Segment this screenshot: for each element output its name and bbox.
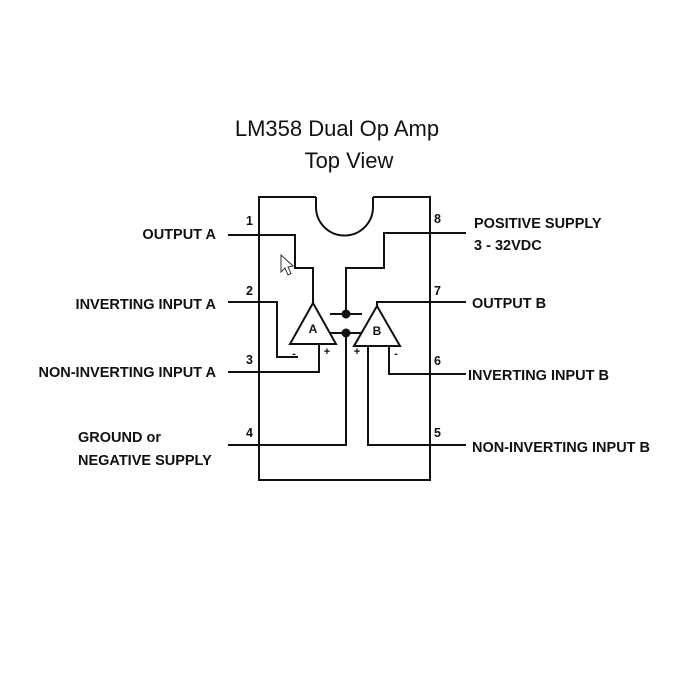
op-amp-a-minus: - <box>292 348 296 360</box>
junction-dot-supply <box>341 309 351 319</box>
pin-label-8-line2: 3 - 32VDC <box>474 238 542 254</box>
pin-label-4-line2: NEGATIVE SUPPLY <box>78 453 212 469</box>
svg-text:B: B <box>373 324 382 338</box>
pin-label-7: OUTPUT B <box>472 296 546 312</box>
diagram-title: LM358 Dual Op Amp <box>235 116 439 141</box>
pin-label-4-line1: GROUND or <box>78 430 161 446</box>
pin-label-1: OUTPUT A <box>142 227 216 243</box>
chip-body <box>258 196 431 481</box>
op-amp-b: B + - <box>352 303 402 360</box>
pin-number-5: 5 <box>434 426 441 440</box>
pin-number-3: 3 <box>246 353 253 367</box>
pin-number-4: 4 <box>246 426 253 440</box>
op-amp-a-plus: + <box>324 346 330 358</box>
pin-label-8-line1: POSITIVE SUPPLY <box>474 216 602 232</box>
op-amp-a: A - + <box>288 300 338 360</box>
pin-number-8: 8 <box>434 212 441 226</box>
op-amp-b-minus: - <box>394 348 398 360</box>
pin-number-6: 6 <box>434 354 441 368</box>
pin-label-2: INVERTING INPUT A <box>76 297 217 313</box>
pin-label-3: NON-INVERTING INPUT A <box>39 365 217 381</box>
pin-number-7: 7 <box>434 284 441 298</box>
mouse-pointer-icon <box>280 253 295 276</box>
pin-label-6: INVERTING INPUT B <box>468 368 609 384</box>
junction-dot-ground <box>341 328 351 338</box>
diagram-subtitle: Top View <box>305 148 394 173</box>
pin-label-5: NON-INVERTING INPUT B <box>472 440 650 456</box>
op-amp-b-plus: + <box>354 346 360 358</box>
pin-number-1: 1 <box>246 214 253 228</box>
svg-text:A: A <box>309 322 318 336</box>
pin-number-2: 2 <box>246 284 253 298</box>
